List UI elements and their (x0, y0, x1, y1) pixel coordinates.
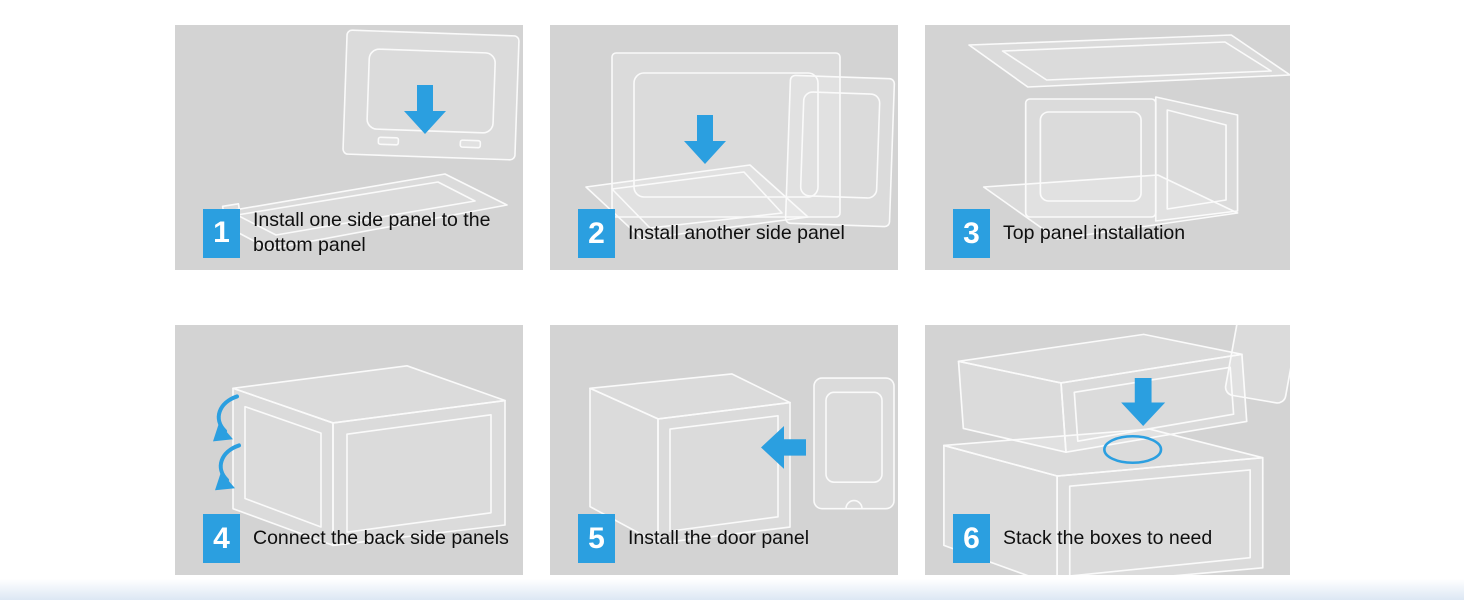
illustration-top-panel (968, 34, 1290, 240)
step-label: Connect the back side panels (253, 527, 509, 550)
new-side-panel-drawing (784, 74, 896, 228)
step-label: Install one side panel to the bottom pan… (253, 208, 490, 258)
box-drawing (589, 373, 791, 545)
step-caption-6: 6 Stack the boxes to need (953, 514, 1212, 563)
rotate-arrow-icons (213, 394, 241, 491)
top-panel-drawing (968, 34, 1290, 88)
illustration-back-side-panels (213, 365, 506, 547)
step-number-badge: 1 (203, 208, 240, 258)
step-caption-3: 3 Top panel installation (953, 209, 1185, 258)
down-arrow-icon (684, 115, 726, 164)
bottom-panel-drawing (585, 164, 809, 240)
step-number-badge: 2 (578, 209, 615, 258)
step-label-line-2: bottom panel (253, 234, 366, 257)
step-label: Stack the boxes to need (1003, 527, 1213, 550)
down-arrow-icon (1121, 378, 1166, 427)
step-label-line-1: Install one side panel to the (253, 209, 491, 232)
assembled-panels-drawing (982, 96, 1239, 240)
illustration-side-panel-to-bottom (204, 29, 520, 250)
down-arrow-icon (404, 85, 446, 134)
step-label: Top panel installation (1003, 222, 1186, 245)
step-panel-2: 2 Install another side panel (550, 25, 898, 270)
connection-highlight-ellipse (1103, 434, 1163, 465)
step-number-badge: 6 (953, 514, 990, 563)
step-label: Install the door panel (628, 527, 810, 550)
step-panel-6: 6 Stack the boxes to need (925, 325, 1290, 575)
steps-grid: 1 Install one side panel to the bottom p… (175, 25, 1290, 575)
step-caption-2: 2 Install another side panel (578, 209, 845, 258)
left-arrow-icon (761, 426, 806, 469)
step-number-badge: 3 (953, 209, 990, 258)
step-panel-5: 5 Install the door panel (550, 325, 898, 575)
illustration-door-panel (589, 373, 895, 545)
door-panel-drawing (813, 377, 895, 510)
step-number-badge: 5 (578, 514, 615, 563)
step-label: Install another side panel (628, 222, 845, 245)
illustration-another-side-panel (585, 52, 896, 240)
step-caption-1: 1 Install one side panel to the bottom p… (203, 208, 490, 258)
step-panel-4: 4 Connect the back side panels (175, 325, 523, 575)
step-caption-4: 4 Connect the back side panels (203, 514, 509, 563)
step-number-badge: 4 (203, 514, 240, 563)
step-panel-1: 1 Install one side panel to the bottom p… (175, 25, 523, 270)
box-drawing (232, 365, 506, 547)
step-caption-5: 5 Install the door panel (578, 514, 809, 563)
step-panel-3: 3 Top panel installation (925, 25, 1290, 270)
upper-box-drawing (957, 325, 1290, 453)
